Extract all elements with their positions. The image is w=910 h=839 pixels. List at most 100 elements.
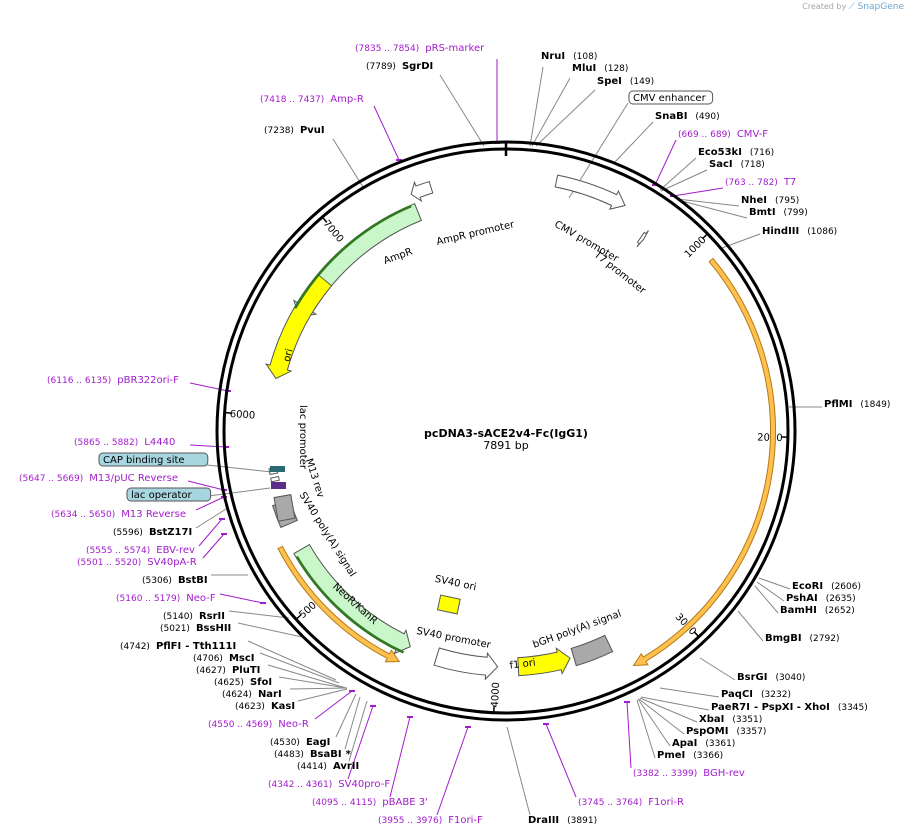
site-label[interactable]: (4625)SfoI	[214, 677, 272, 688]
feature-box-text[interactable]: CMV enhancer	[633, 93, 707, 104]
snapgene-logo: ⟋	[848, 2, 856, 12]
site-label[interactable]: (4627)PluTI	[196, 665, 260, 676]
site-name: PmeI	[657, 750, 685, 761]
tick-label: 7000	[320, 218, 345, 244]
feature-box-text[interactable]: CAP binding site	[103, 455, 185, 466]
site-name: SnaBI	[655, 111, 687, 122]
feature-f1-ori[interactable]	[517, 647, 571, 677]
site-label[interactable]: MluI(128)	[572, 63, 628, 74]
feature-t7-promoter[interactable]	[636, 230, 649, 248]
site-name: XbaI	[699, 714, 724, 725]
primer-label[interactable]: (3745 .. 3764)F1ori-R	[578, 797, 684, 808]
primer-label[interactable]: (4342 .. 4361)SV40pro-F	[268, 779, 390, 790]
feature-cap-binding-site[interactable]	[270, 466, 285, 472]
primer-label[interactable]: (4095 .. 4115)pBABE 3'	[312, 797, 428, 808]
site-label[interactable]: (7238)PvuI	[264, 125, 325, 136]
primer-label[interactable]: (5501 .. 5520)SV40pA-R	[77, 557, 197, 568]
feature-orange-neo[interactable]	[277, 545, 401, 663]
feature-sv40-promoter[interactable]	[433, 647, 499, 681]
site-name: EcoRI	[792, 581, 823, 592]
site-label[interactable]: Eco53kI(716)	[698, 147, 774, 158]
site-name: ApaI	[672, 738, 697, 749]
site-label[interactable]: PmeI (3366)	[657, 750, 723, 761]
feature-m13-rev[interactable]	[270, 475, 280, 483]
site-label[interactable]: BmgBI(2792)	[765, 633, 839, 644]
site-label[interactable]: (4414)AvrII	[297, 761, 359, 772]
site-label[interactable]: (5140)RsrII	[163, 611, 225, 622]
site-label[interactable]: (5596)BstZ17I	[113, 527, 192, 538]
site-label[interactable]: HindIII(1086)	[762, 226, 837, 237]
site-label[interactable]: SacI(718)	[709, 159, 765, 170]
site-label[interactable]: BmtI(799)	[749, 207, 808, 218]
primer-label[interactable]: (4550 .. 4569)Neo-R	[208, 719, 309, 730]
primer-label[interactable]: (7418 .. 7437)Amp-R	[260, 94, 364, 105]
site-name: BmgBI	[765, 633, 802, 644]
site-label[interactable]: (4623)KasI	[235, 701, 295, 712]
site-label[interactable]: (4483)BsaBI*	[274, 749, 352, 760]
site-label[interactable]: (5021)BssHII	[160, 623, 231, 634]
callout-line	[189, 444, 227, 448]
callout-line	[672, 187, 724, 197]
feature-label: SV40 ori	[434, 574, 477, 594]
site-label[interactable]: (4530)EagI	[270, 737, 330, 748]
site-name: SgrDI	[402, 61, 433, 72]
site-label[interactable]: PaeR7I- PspXI - XhoI(3345)	[711, 702, 868, 713]
site-label[interactable]: PaqCI(3232)	[721, 689, 791, 700]
primer-label[interactable]: (7835 .. 7854)pRS-marker	[355, 43, 485, 54]
site-label[interactable]: (5306)BstBI	[142, 575, 208, 586]
site-label[interactable]: PshAI(2635)	[786, 593, 856, 604]
site-label[interactable]: SpeI(149)	[597, 76, 654, 87]
tick-label: 4000	[490, 682, 502, 708]
plasmid-name: pcDNA3-sACE2v4-Fc(IgG1)	[424, 427, 588, 440]
primer-label[interactable]: (669 .. 689)CMV-F	[678, 129, 768, 140]
site-name: BamHI	[780, 605, 817, 616]
site-label[interactable]: PflMI(1849)	[824, 399, 890, 410]
primer-label[interactable]: (5160 .. 5179)Neo-F	[116, 593, 216, 604]
site-label[interactable]: ApaI(3361)	[672, 738, 735, 749]
site-label[interactable]: NheI(795)	[741, 195, 799, 206]
site-label[interactable]: (7789)SgrDI	[366, 61, 433, 72]
site-label[interactable]: PspOMI(3357)	[686, 726, 766, 737]
site-label[interactable]: EcoRI(2606)	[792, 581, 861, 592]
feature-insert[interactable]	[632, 257, 776, 667]
feature-cmv-promoter[interactable]	[554, 174, 626, 210]
primer-label[interactable]: (5634 .. 5650)M13 Reverse	[51, 509, 186, 520]
feature-box-text[interactable]: lac operator	[131, 490, 192, 501]
feature-lac-operator[interactable]	[271, 482, 286, 489]
feature-ampr-promoter[interactable]	[410, 180, 434, 203]
site-label[interactable]: XbaI(3351)	[699, 714, 762, 725]
site-label[interactable]: SnaBI(490)	[655, 111, 720, 122]
primer-label[interactable]: (6116 .. 6135)pBR322ori-F	[47, 375, 179, 386]
callout-line	[259, 652, 340, 684]
site-position: (3366)	[693, 751, 723, 761]
feature-bgh-polya[interactable]	[570, 634, 614, 667]
site-label[interactable]: BamHI (2652)	[780, 605, 855, 616]
site-name: MscI	[229, 653, 255, 664]
site-position: (2652)	[825, 606, 855, 616]
site-label[interactable]: NruI(108)	[541, 51, 597, 62]
callout-line	[676, 198, 740, 207]
primer-label[interactable]: (5555 .. 5574)EBV-rev	[86, 545, 195, 556]
primer-label[interactable]: (763 .. 782)T7	[725, 177, 796, 188]
site-label[interactable]: (4624)NarI	[222, 689, 282, 700]
site-label[interactable]: (4742)PflFI- Tth111I	[120, 641, 236, 652]
site-position: (128)	[604, 64, 628, 74]
site-label[interactable]: DraIII(3891)	[528, 815, 597, 826]
primer-label[interactable]: (5865 .. 5882)L4440	[74, 437, 175, 448]
primer-label[interactable]: (3955 .. 3976)F1ori-F	[378, 815, 483, 826]
feature-ori[interactable]	[264, 273, 333, 380]
site-position: (4483)	[274, 750, 304, 760]
primer-label[interactable]: (5647 .. 5669)M13/pUC Reverse	[19, 473, 178, 484]
credit-brand: SnapGene	[857, 2, 904, 12]
callout-line	[613, 121, 654, 164]
feature-sv40-ori[interactable]	[436, 594, 461, 615]
site-label[interactable]: BsrGI(3040)	[737, 672, 805, 683]
callout-line	[237, 622, 303, 638]
site-label[interactable]: (4706)MscI	[193, 653, 255, 664]
feature-ampr-strand	[294, 205, 412, 309]
callout-line	[289, 687, 348, 690]
primer-label[interactable]: (3382 .. 3399)BGH-rev	[633, 768, 745, 779]
callout-line	[638, 698, 685, 735]
site-position: (3357)	[736, 727, 766, 737]
feature-sv40-polya-box[interactable]	[273, 494, 296, 522]
